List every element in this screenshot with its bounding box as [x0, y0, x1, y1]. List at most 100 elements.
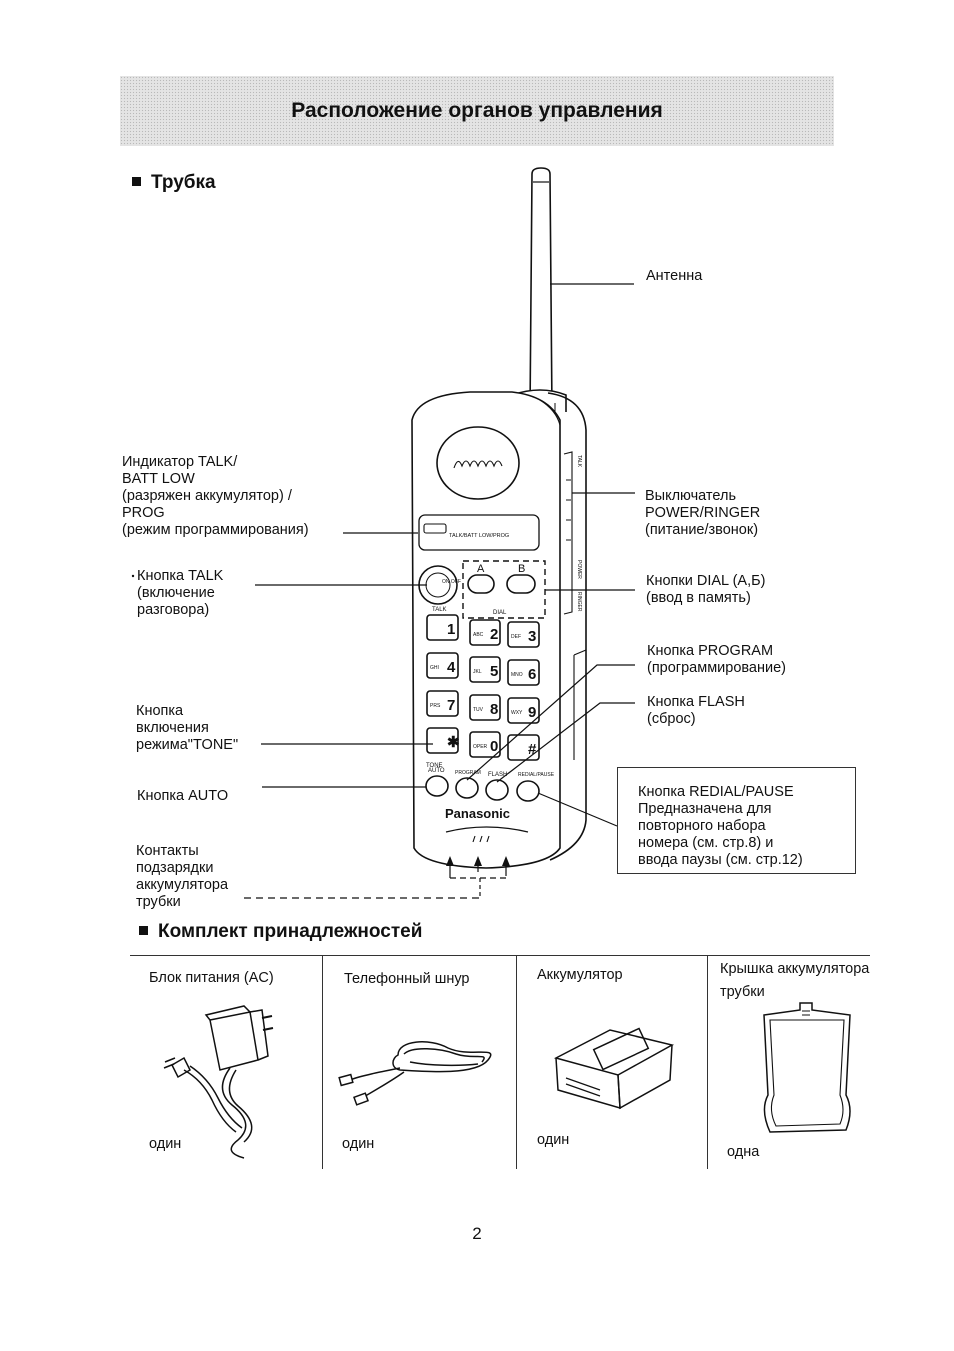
key-7 [426, 690, 459, 717]
accessories-table-top [130, 955, 870, 956]
side-label: POWER [576, 560, 582, 579]
key-5 [469, 656, 501, 683]
page-title: Расположение органов управления [291, 99, 663, 122]
accessory-quantity: один [537, 1132, 570, 1148]
key-6 [507, 659, 540, 686]
key-digit: ✱ [447, 734, 460, 751]
label-line: аккумулятора [136, 877, 229, 893]
bullet-square-icon [132, 177, 141, 186]
redial-button-drawing [516, 780, 540, 802]
antenna-drawing [529, 167, 553, 413]
label-line: Кнопка PROGRAM [647, 643, 774, 659]
label-line: BATT LOW [122, 471, 195, 487]
dial-b-button-drawing [506, 574, 536, 594]
key-letters: WXY [511, 710, 523, 716]
key-digit: 7 [447, 697, 455, 714]
key-letters: PRS [430, 703, 441, 709]
label-line: разговора) [137, 602, 210, 618]
auto-button-label: Кнопка AUTO [137, 788, 228, 805]
dial-caption-marking: DIAL [493, 610, 507, 616]
handset-heading: Трубка [132, 172, 216, 194]
talk-key-marking: ON OFF [442, 579, 461, 585]
label-line: Выключатель [645, 488, 736, 504]
ac-adapter-drawing [163, 1005, 274, 1159]
key-digit: # [528, 741, 537, 758]
label-line: Кнопка TALK [137, 568, 224, 584]
caption-line: Аккумулятор [537, 967, 623, 983]
caption-line: Блок питания (AC) [149, 970, 274, 986]
talk-button-label: Кнопка TALK (включение разговора) [137, 568, 223, 619]
accessory-quantity: одна [727, 1144, 760, 1160]
page-number: 2 [472, 1224, 482, 1243]
label-line: (режим программирования) [122, 522, 309, 538]
label-line: номера (см. стр.8) и [638, 835, 774, 851]
earpiece-drawing [436, 426, 520, 500]
key-digit: 0 [490, 738, 498, 755]
label-line: подзарядки [136, 860, 214, 876]
key-star [426, 727, 459, 754]
charge-contacts-label: Контакты подзарядки аккумулятора трубки [136, 843, 228, 911]
key-digit: 5 [490, 663, 498, 680]
key-letters: TUV [473, 707, 484, 713]
bullet-square-icon [139, 926, 148, 935]
accessory-quantity: один [342, 1136, 375, 1152]
dial-buttons-label: Кнопки DIAL (А,Б) (ввод в память) [646, 573, 765, 607]
program-button-drawing [455, 777, 479, 799]
label-line: Кнопка REDIAL/PAUSE [638, 784, 794, 800]
antenna-label: Антенна [646, 268, 702, 285]
label-line: (ввод в память) [646, 590, 751, 606]
antenna-label-line: Антенна [646, 268, 703, 284]
caption-line: Крышка аккумулятора [720, 961, 870, 977]
redial-pause-callout [617, 767, 856, 874]
key-digit: 4 [447, 659, 456, 676]
accessory-caption-battery: Аккумулятор [537, 965, 623, 985]
key-1 [426, 614, 459, 641]
key-hash [507, 734, 540, 761]
key-letters: OPER [473, 744, 488, 750]
dial-b-marking: B [518, 563, 525, 575]
tone-button-label: Кнопка включения режима"TONE" [136, 703, 238, 754]
label-line: трубки [136, 894, 181, 910]
label-line: Предназначена для [638, 801, 772, 817]
label-line: Кнопки DIAL (А,Б) [646, 573, 766, 589]
caption-line: Телефонный шнур [344, 971, 470, 987]
key-2 [469, 619, 501, 646]
label-line: Индикатор TALK/ [122, 454, 238, 470]
label-line: PROG [122, 505, 165, 521]
label-line: POWER/RINGER [645, 505, 761, 521]
leader-lines [244, 283, 635, 899]
key-digit: 1 [447, 621, 455, 638]
key-letters: DEF [511, 634, 521, 640]
auto-caption-marking: AUTO [428, 768, 445, 774]
accessories-heading: Комплект принадлежностей [139, 921, 422, 943]
label-line: (включение [137, 585, 215, 601]
talk-indicator-frame [418, 514, 540, 551]
label-line: Кнопка [136, 703, 184, 719]
side-label: RINGER [576, 592, 582, 612]
label-line: Кнопка AUTO [137, 788, 229, 804]
handset-side-outline [547, 392, 587, 861]
label-line: включения [136, 720, 209, 736]
brand-logo: Panasonic [445, 806, 510, 821]
column-divider [322, 955, 323, 1169]
label-line: (сброс) [647, 711, 696, 727]
dial-a-button-drawing [467, 574, 495, 594]
key-letters: JKL [473, 669, 482, 675]
key-9 [507, 697, 540, 724]
label-line: Кнопка FLASH [647, 694, 745, 710]
redial-pause-label: Кнопка REDIAL/PAUSE Предназначена для по… [638, 784, 803, 869]
handset-heading-text: Трубка [151, 172, 216, 193]
key-4 [426, 652, 459, 679]
redial-caption-marking: REDIAL/PAUSE [518, 772, 555, 778]
column-divider [516, 955, 517, 1169]
key-3 [507, 621, 540, 648]
key-letters: GHI [430, 665, 439, 671]
key-digit: 6 [528, 666, 536, 683]
key-digit: 8 [490, 701, 498, 718]
key-letters: ABC [473, 632, 484, 638]
label-line: режима"TONE" [136, 737, 239, 753]
accessory-caption-cover: Крышка аккумулятора трубки [720, 958, 869, 1004]
battery-cover-drawing [763, 1002, 851, 1133]
